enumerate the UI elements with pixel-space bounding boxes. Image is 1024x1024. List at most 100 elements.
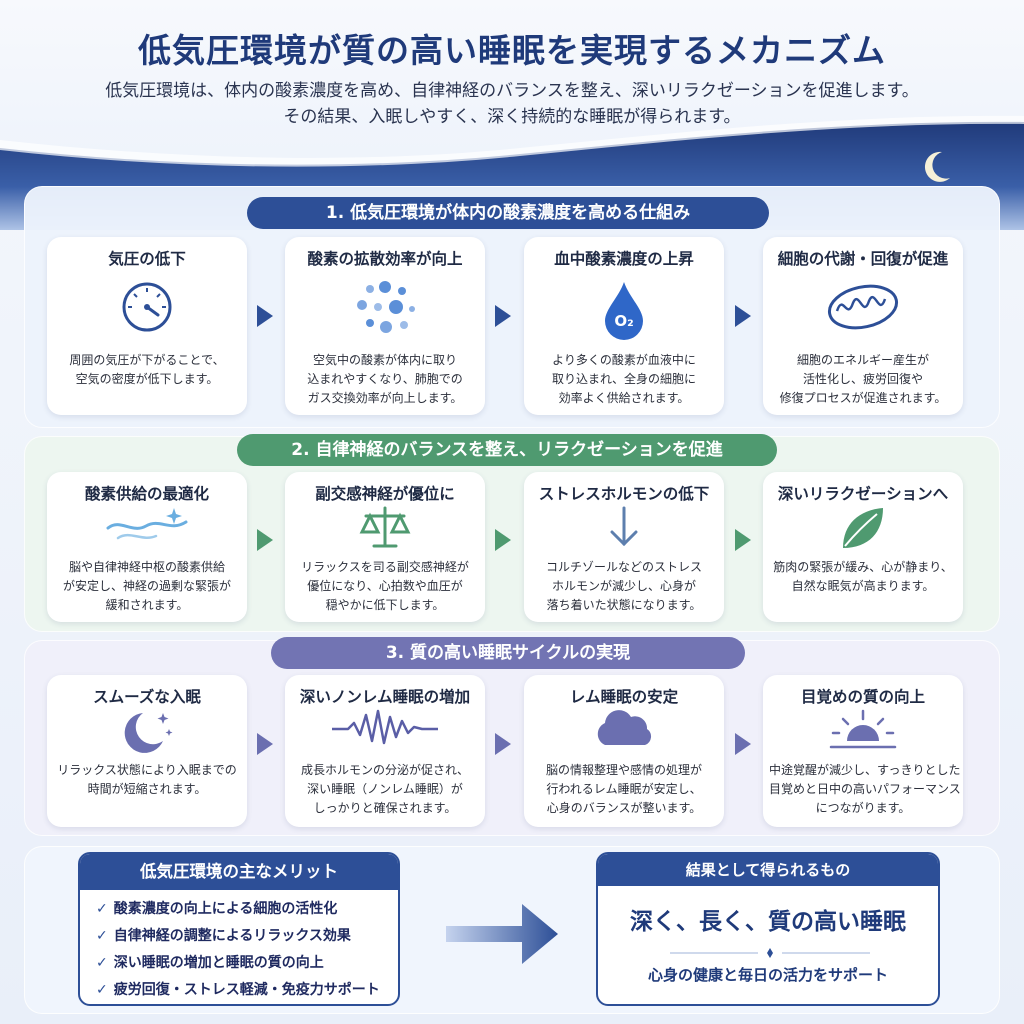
- balance-scale-icon: [359, 506, 411, 548]
- subtitle-line: その結果、入眠しやすく、深く持続的な睡眠が得られます。: [283, 107, 741, 127]
- result-sub-text: 心身の健康と毎日の活力をサポート: [647, 966, 888, 984]
- step-card-smooth-sleep-onset: スムーズな入眠 リラックス状態により入眠までの 時間が短縮されます。: [47, 675, 247, 827]
- section-heading: 3. 質の高い睡眠サイクルの実現: [271, 637, 745, 669]
- card-text-line: 優位になり、心拍数や血圧が: [307, 579, 463, 593]
- step-card-cell-metabolism: 細胞の代謝・回復が促進 細胞のエネルギー産生が 活性化し、疲労回復や 修復プロセ…: [763, 237, 963, 415]
- crescent-moon-icon: [924, 151, 950, 182]
- result-arrow-icon: [446, 904, 558, 964]
- card-title: レム睡眠の安定: [569, 688, 679, 706]
- moon-stars-icon: [124, 713, 173, 753]
- card-text-line: 効率よく供給されます。: [558, 391, 690, 405]
- checkmark-icon: ✓: [96, 955, 108, 971]
- merit-text: 深い睡眠の増加と睡眠の質の向上: [113, 955, 324, 971]
- merit-text: 酸素濃度の向上による細胞の活性化: [113, 901, 338, 917]
- merit-item: ✓酸素濃度の向上による細胞の活性化: [96, 896, 398, 923]
- card-title: 細胞の代謝・回復が促進: [777, 250, 949, 268]
- card-title: 気圧の低下: [108, 250, 186, 268]
- leaf-icon: [843, 508, 883, 548]
- result-main-text: 深く、長く、質の高い睡眠: [630, 909, 906, 935]
- merit-text: 疲労回復・ストレス軽減・免疫力サポート: [113, 982, 380, 998]
- down-arrow-icon: [610, 506, 638, 547]
- card-text-line: 修復プロセスが促進されます。: [779, 391, 947, 405]
- card-text-line: 脳の情報整理や感情の処理が: [545, 763, 702, 777]
- flow-arrow-icon: [735, 305, 751, 327]
- card-text-line: 活性化し、疲労回復や: [802, 372, 923, 386]
- subtitle-line: 低気圧環境は、体内の酸素濃度を高め、自律神経のバランスを整え、深いリラクゼーショ…: [105, 81, 919, 101]
- sunrise-icon: [829, 709, 897, 749]
- card-title: 目覚めの質の向上: [800, 688, 925, 706]
- checkmark-icon: ✓: [96, 982, 108, 998]
- step-card-blood-oxygen: 血中酸素濃度の上昇 O₂ より多くの酸素が血液中に 取り込まれ、全身の細胞に 効…: [524, 237, 724, 415]
- gauge-icon: [122, 282, 172, 332]
- card-title: スムーズな入眠: [93, 688, 201, 706]
- step-card-deep-relaxation: 深いリラクゼーションへ 筋肉の緊張が緩み、心が静まり、 自然な眠気が高まります。: [763, 472, 963, 622]
- flow-arrow-icon: [495, 529, 511, 551]
- card-text-line: 穏やかに低下します。: [325, 598, 445, 612]
- card-text-line: 自然な眠気が高まります。: [791, 579, 935, 593]
- card-description: 脳や自律神経中枢の酸素供給 が安定し、神経の過剰な緊張が 緩和されます。: [53, 558, 241, 615]
- card-description: リラックス状態により入眠までの 時間が短縮されます。: [53, 761, 241, 799]
- merit-item: ✓ 深い睡眠の増加と睡眠の質の向上: [96, 950, 398, 977]
- merit-item: ✓ 自律神経の調整によるリラックス効果: [96, 923, 398, 950]
- card-title: 深いリラクゼーションへ: [777, 485, 949, 503]
- card-text-line: 込まれやすくなり、肺胞での: [307, 372, 463, 386]
- section-sleep-cycle: 3. 質の高い睡眠サイクルの実現 スムーズな入眠 リラックス状態により入眠までの…: [24, 637, 1000, 836]
- step-card-pressure-drop: 気圧の低下 周囲の気圧が下がることで、 空気の密度が低下します。: [47, 237, 247, 415]
- card-text-line: 落ち着いた状態になります。: [546, 598, 702, 612]
- card-text-line: 周囲の気圧が下がることで、: [69, 353, 225, 367]
- section-oxygen-mechanism: 1. 低気圧環境が体内の酸素濃度を高める仕組み 気圧の低下 周囲の気圧が下がるこ…: [24, 186, 1000, 428]
- card-text-line: 深い睡眠（ノンレム睡眠）が: [307, 782, 463, 796]
- card-text-line: ガス交換効率が向上します。: [307, 391, 463, 405]
- card-text-line: 脳や自律神経中枢の酸素供給: [68, 560, 225, 574]
- step-card-stress-hormone: ストレスホルモンの低下 コルチゾールなどのストレス ホルモンが減少し、心身が 落…: [524, 472, 724, 622]
- card-text-line: リラックスを司る副交感神経が: [301, 560, 469, 574]
- result-heading: 結果として得られるもの: [598, 854, 938, 886]
- step-card-oxygen-diffusion: 酸素の拡散効率が向上 空気中の酸素が体内に取り 込まれやすくなり、肺胞での ガス…: [285, 237, 485, 415]
- card-text-line: しっかりと確保されます。: [313, 801, 457, 815]
- card-text-line: ホルモンが減少し、心身が: [551, 579, 696, 593]
- brainwave-icon: [332, 709, 438, 745]
- flow-arrow-icon: [257, 529, 273, 551]
- card-description: コルチゾールなどのストレス ホルモンが減少し、心身が 落ち着いた状態になります。: [530, 558, 718, 615]
- flow-arrow-icon: [735, 733, 751, 755]
- card-description: 空気中の酸素が体内に取り 込まれやすくなり、肺胞での ガス交換効率が向上します。: [291, 351, 479, 408]
- mitochondria-icon: [827, 284, 899, 330]
- card-text-line: リラックス状態により入眠までの: [57, 763, 237, 777]
- card-text-line: につながります。: [815, 801, 911, 815]
- section-heading: 2. 自律神経のバランスを整え、リラクゼーションを促進: [237, 434, 777, 466]
- card-text-line: 細胞のエネルギー産生が: [796, 353, 929, 367]
- card-description: 脳の情報整理や感情の処理が 行われるレム睡眠が安定し、 心身のバランスが整います…: [530, 761, 718, 818]
- card-text-line: コルチゾールなどのストレス: [545, 560, 702, 574]
- step-card-wakeup-quality: 目覚めの質の向上 中途覚醒が減少し、すっきりとした 目覚めと日中の高いパフォーマ…: [763, 675, 963, 827]
- card-description: 細胞のエネルギー産生が 活性化し、疲労回復や 修復プロセスが促進されます。: [769, 351, 957, 408]
- flow-arrow-icon: [495, 733, 511, 755]
- card-text-line: 成長ホルモンの分泌が促され、: [300, 763, 470, 777]
- merit-text: 自律神経の調整によるリラックス効果: [113, 928, 351, 944]
- wave-sparkle-icon: [106, 508, 188, 540]
- card-text-line: 目覚めと日中の高いパフォーマンス: [769, 782, 961, 796]
- card-text-line: 緩和されます。: [105, 598, 189, 612]
- card-text-line: 心身のバランスが整います。: [546, 801, 702, 815]
- card-text-line: 空気の密度が低下します。: [75, 372, 219, 386]
- card-text-line: 中途覚醒が減少し、すっきりとした: [769, 763, 961, 777]
- merits-heading: 低気圧環境の主なメリット: [80, 854, 398, 890]
- molecules-icon: [357, 281, 415, 333]
- step-card-rem-stability: レム睡眠の安定 脳の情報整理や感情の処理が 行われるレム睡眠が安定し、 心身のバ…: [524, 675, 724, 827]
- card-description: 周囲の気圧が下がることで、 空気の密度が低下します。: [53, 351, 241, 389]
- page-subtitle: 低気圧環境は、体内の酸素濃度を高め、自律神経のバランスを整え、深いリラクゼーショ…: [0, 78, 1024, 130]
- flow-arrow-icon: [257, 305, 273, 327]
- card-text-line: より多くの酸素が血液中に: [552, 353, 696, 367]
- card-title: 副交感神経が優位に: [315, 485, 455, 503]
- merit-item: ✓ 疲労回復・ストレス軽減・免疫力サポート: [96, 977, 398, 1004]
- card-text-line: が安定し、神経の過剰な緊張が: [62, 579, 231, 593]
- flow-arrow-icon: [257, 733, 273, 755]
- card-text-line: 時間が短縮されます。: [87, 782, 207, 796]
- card-description: リラックスを司る副交感神経が 優位になり、心拍数や血圧が 穏やかに低下します。: [291, 558, 479, 615]
- checkmark-icon: ✓: [96, 928, 108, 944]
- card-text-line: 空気中の酸素が体内に取り: [312, 353, 457, 367]
- step-card-oxygen-optimization: 酸素供給の最適化 脳や自律神経中枢の酸素供給 が安定し、神経の過剰な緊張が 緩和…: [47, 472, 247, 622]
- merits-list: ✓酸素濃度の向上による細胞の活性化 ✓自律神経の調整によるリラックス効果 ✓深い…: [80, 890, 398, 1004]
- step-card-parasympathetic: 副交感神経が優位に リラックスを司る副交感神経が 優位になり、心拍数や血圧が 穏…: [285, 472, 485, 622]
- oxygen-drop-icon: O₂: [605, 282, 643, 340]
- oxygen-label: O₂: [614, 312, 633, 330]
